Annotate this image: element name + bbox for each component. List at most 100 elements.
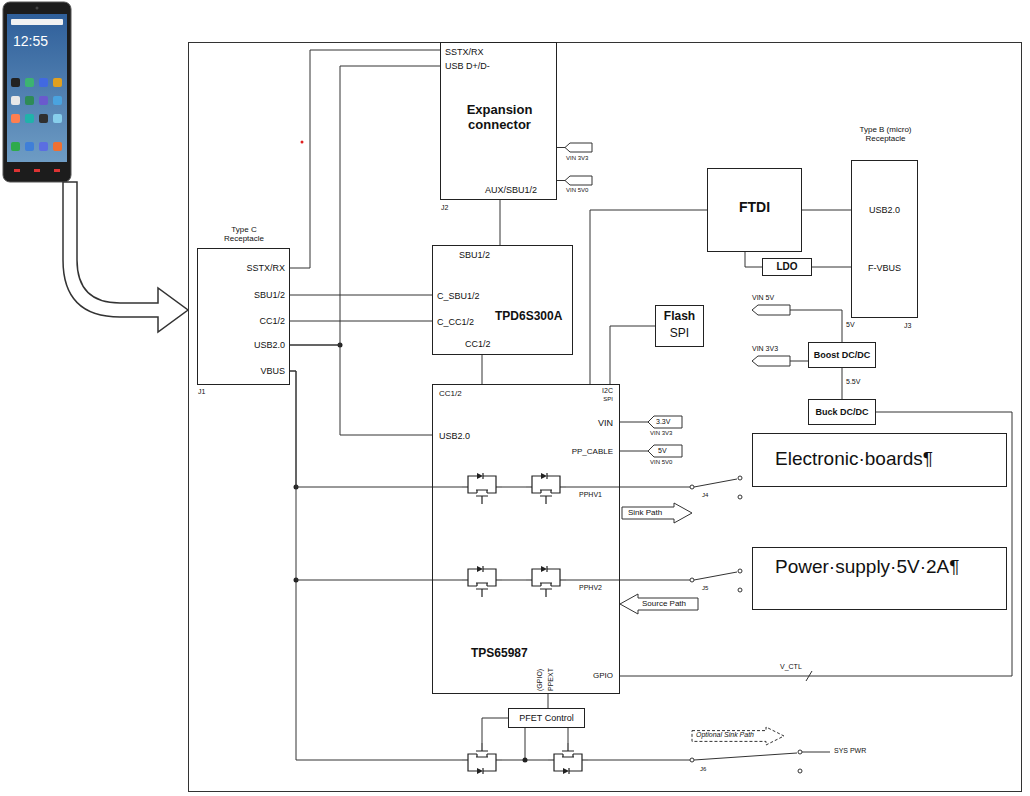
node-text: GPIO [593,671,613,680]
node-text: J1 [198,388,205,396]
connector-line [802,210,851,211]
connector-block: SSTX/RX USB D+/D- Expansion connectorAUX/S… [440,42,557,200]
node-text: SBU1/2 [459,250,490,260]
connector-line [500,200,501,245]
connector-line [590,210,707,384]
node-text: Expansion connector [441,103,558,133]
voltage-tag: 5V [648,445,682,457]
connector-line [482,355,483,384]
memory-box: FlashSPI [655,305,704,347]
regulator-box: LDO [762,258,812,276]
node-text: LDO [763,261,811,273]
connector-line [290,66,440,345]
switch-contacts [690,476,802,773]
signal-label: VIN 3V3 [650,430,672,437]
signal-label: VIN 5V0 [566,187,588,194]
callout-box: Electronic·boards¶ [752,433,1007,487]
signal-label: VIN 5V [752,294,774,302]
node-text: (GPIO) [536,669,544,691]
node-text: CC1/2 [439,389,462,398]
node-text: Source Path [642,599,686,608]
mosfet-symbols [462,473,588,774]
node-text: PPHV1 [579,491,602,499]
node-text: TPD6S300A [495,310,562,324]
node-text: C_CC1/2 [437,317,474,327]
signal-label: VIN 3V3 [566,155,588,162]
receptacle-box: Type C ReceptacleSSTX/RXSBU1/2CC1/2USB2.… [197,248,290,385]
node-text: SBU1/2 [254,290,285,300]
junction-dots [294,343,528,763]
connector-line [620,422,648,423]
signal-label: VIN 5V0 [650,459,672,466]
signal-label: 5V [846,321,855,329]
chip-box: SBU1/2C_SBU1/2C_CC1/2 TPD6S300A CC1/2 [432,245,573,355]
jumper-id: J5 [702,585,708,592]
node-text: 5V [658,447,667,455]
path-arrow: Source Path [620,594,698,614]
node-text: C_SBU1/2 [437,291,480,301]
node-text: Boost DC/DC [809,350,875,360]
connector-line [290,345,432,435]
node-text: Optional Sink Path [696,731,754,739]
node-text: VIN [598,418,613,428]
node-text: VBUS [260,366,285,376]
board-frame [189,43,1022,792]
path-arrow: Sink Path [622,503,692,523]
node-text: USB2.0 [852,205,917,215]
node-text: J3 [904,322,911,330]
signal-label: 5.5V [846,378,860,386]
node-text: USB2.0 [439,431,470,441]
connector-line [745,252,762,267]
node-text: I2C [602,387,613,395]
shape-outline-path [648,445,682,457]
node-text: J2 [441,204,448,212]
node-text: USB2.0 [254,340,285,350]
node-text: SPI [656,327,703,341]
node-text: PP_CABLE [572,447,613,456]
connector-line [620,412,1012,676]
node-text: USB D+/D- [445,61,490,71]
phone-illustration [3,2,71,182]
node-text: Type C Receptacle [218,225,270,243]
connector-line [548,694,549,708]
connector-line [610,326,655,384]
node-text: Flash [656,310,703,324]
node-text: SPI [603,396,613,403]
shape-outline-path [692,727,784,745]
signal-label: V_CTL [780,663,802,671]
converter-box: Boost DC/DC [808,342,876,368]
node-text: Type B (micro) Receptacle [840,125,931,143]
connector-line [812,267,851,268]
shape-outline-path [648,416,682,428]
node-text: FTDI [708,199,801,215]
connector-line [290,321,432,322]
connector-line [290,371,432,580]
connector-line [290,371,432,487]
jumper-id: J4 [702,492,708,499]
node-text: 3.3V [656,418,670,426]
signal-label: SYS PWR [834,747,866,755]
connector-line [842,368,843,399]
node-text: CC1/2 [259,316,285,326]
node-text: SSTX/RX [445,47,484,57]
shape-outline-path [620,594,698,614]
jumper-id: J6 [700,766,706,773]
node-text: SSTX/RX [246,263,285,273]
voltage-tag: 3.3V [648,416,682,428]
node-text: Buck DC/DC [809,407,875,417]
node-text: PPHV2 [579,584,602,592]
chip-box: FTDI [707,168,802,252]
node-text: TPS65987 [471,647,528,661]
path-arrow: Optional Sink Path [692,727,784,745]
node-text: AUX/SBU1/2 [485,185,537,195]
node-text: CC1/2 [465,339,491,349]
red-dot [301,141,304,144]
connector-line [290,295,432,296]
connector-line [290,50,440,268]
node-text: Power·supply·5V·2A¶ [775,556,959,578]
signal-label: VIN 3V3 [752,345,778,353]
plug-in-arrow [63,182,188,332]
callout-box: Power·supply·5V·2A¶ [752,547,1007,610]
control-box: PFET Control [508,708,585,728]
